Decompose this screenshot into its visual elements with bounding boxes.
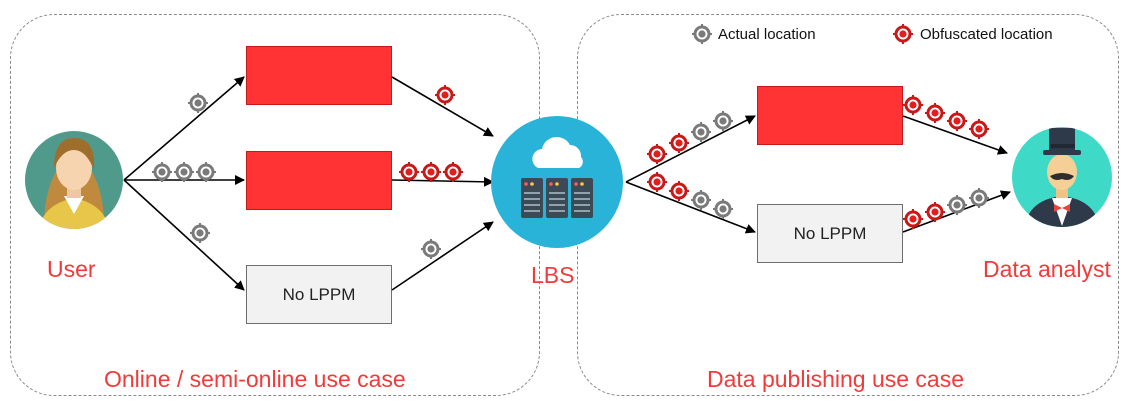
obfuscated-location-icon [969, 119, 989, 139]
arrow-lbs-to-no-lppm-right [625, 181, 756, 234]
obfuscated-location-icon [669, 133, 689, 153]
obfuscated-location-icon [947, 111, 967, 131]
legend-actual-icon [692, 24, 712, 44]
arrow-user-to-no-lppm [123, 179, 245, 291]
actual-location-icon [969, 188, 989, 208]
actual-location-icon [196, 162, 216, 182]
user-label: User [47, 256, 96, 282]
obfuscated-location-icon [925, 202, 945, 222]
arrow-top-lppm-to-lbs [391, 76, 494, 137]
actual-location-icon [190, 223, 210, 243]
actual-location-icon [713, 199, 733, 219]
arrow-mid-lppm-to-lbs [391, 176, 494, 187]
obfuscated-location-icon [421, 162, 441, 182]
arrow-no-lppm-to-lbs [391, 221, 494, 291]
obfuscated-location-icon [669, 181, 689, 201]
server-cloud-icon [491, 116, 623, 248]
user-avatar-icon [25, 131, 123, 229]
obfuscated-location-icon [925, 103, 945, 123]
actual-location-icon [174, 162, 194, 182]
legend-obfuscated-label: Obfuscated location [920, 26, 1053, 43]
actual-location-icon [691, 122, 711, 142]
obfuscated-location-icon [443, 162, 463, 182]
arrow-lppm-right-to-analyst [902, 115, 1008, 155]
obfuscated-location-icon [647, 172, 667, 192]
obfuscated-location-icon [399, 162, 419, 182]
obfuscated-location-icon [903, 95, 923, 115]
lppm-box-right [757, 86, 903, 145]
no-lppm-left-label: No LPPM [282, 284, 356, 304]
analyst-label: Data analyst [983, 256, 1111, 282]
actual-location-icon [421, 239, 441, 259]
lbs-label: LBS [531, 262, 575, 288]
top-hat-analyst-icon [1012, 127, 1112, 227]
online-use-case-caption: Online / semi-online use case [104, 366, 406, 392]
actual-location-icon [152, 162, 172, 182]
arrows [123, 76, 1011, 291]
obfuscated-location-icon [435, 85, 455, 105]
actual-location-icon [691, 190, 711, 210]
no-lppm-box-left: No LPPM [246, 265, 392, 324]
lppm-box-mid-left [246, 151, 392, 210]
actual-location-icon [947, 195, 967, 215]
publishing-use-case-caption: Data publishing use case [707, 366, 964, 392]
arrow-user-to-top-lppm [123, 76, 245, 181]
legend-obfuscated-icon [893, 24, 913, 44]
obfuscated-location-icon [647, 144, 667, 164]
no-lppm-right-label: No LPPM [793, 223, 867, 243]
legend-actual-label: Actual location [718, 26, 816, 43]
arrow-lbs-to-lppm-right [625, 115, 756, 183]
no-lppm-box-right: No LPPM [757, 204, 903, 263]
lppm-box-top-left [246, 46, 392, 105]
